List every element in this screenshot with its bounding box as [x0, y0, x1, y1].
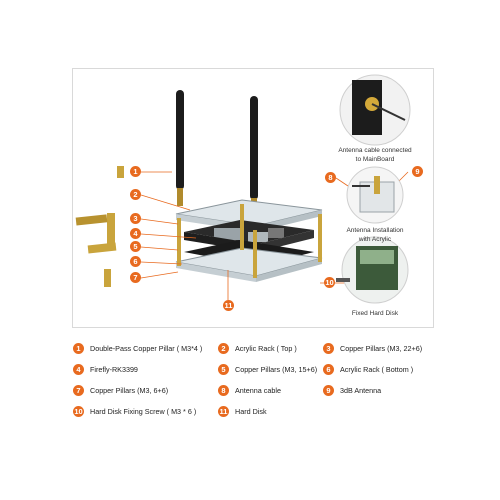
caption-line: with Acrylic [358, 236, 392, 243]
legend-item: 9 3dB Antenna [323, 385, 381, 396]
legend-number: 10 [73, 406, 84, 417]
legend-number: 5 [218, 364, 229, 375]
antenna-right [250, 96, 258, 214]
legend-number: 4 [73, 364, 84, 375]
antenna-left [176, 90, 184, 206]
callout-7: 7 [130, 272, 141, 283]
legend-number: 9 [323, 385, 334, 396]
legend-label: Hard Disk Fixing Screw ( M3 * 6 ) [90, 407, 197, 416]
legend-item: 11 Hard Disk [218, 406, 267, 417]
legend-label: Acrylic Rack ( Bottom ) [340, 365, 414, 374]
callout-9: 9 [412, 166, 423, 177]
caption-line: to MainBoard [355, 156, 395, 163]
callout-10: 10 [324, 277, 335, 288]
inset-hard-disk [336, 236, 409, 304]
legend-number: 8 [218, 385, 229, 396]
caption-line: Antenna cable connected [338, 147, 412, 154]
legend-item: 2 Acrylic Rack ( Top ) [218, 343, 297, 354]
assembly-pillars [177, 204, 322, 278]
callout-5: 5 [130, 241, 141, 252]
legend-label: Hard Disk [235, 407, 267, 416]
callout-8: 8 [325, 172, 336, 183]
caption-line: Antenna Installation [346, 227, 404, 234]
legend-item: 7 Copper Pillars (M3, 6+6) [73, 385, 168, 396]
legend-item: 3 Copper Pillars (M3, 22+6) [323, 343, 422, 354]
legend-item: 4 Firefly-RK3399 [73, 364, 138, 375]
callout-2: 2 [130, 189, 141, 200]
legend-item: 8 Antenna cable [218, 385, 281, 396]
legend-number: 2 [218, 343, 229, 354]
legend-item: 6 Acrylic Rack ( Bottom ) [323, 364, 413, 375]
inset-antenna-install [346, 166, 404, 224]
inset-antenna-cable [339, 74, 411, 146]
legend-number: 3 [323, 343, 334, 354]
legend-label: Copper Pillars (M3, 6+6) [90, 386, 169, 395]
leader-lines [140, 171, 409, 300]
callout-6: 6 [130, 256, 141, 267]
callout-1: 1 [130, 166, 141, 177]
loose-pillar-3 [75, 213, 115, 249]
caption-line: Fixed Hard Disk [351, 310, 399, 317]
legend-label: Copper Pillars (M3, 22+6) [340, 344, 423, 353]
board-stack [175, 199, 323, 282]
callout-4: 4 [130, 228, 141, 239]
legend-label: Copper Pillars (M3, 15+6) [235, 365, 318, 374]
legend-number: 1 [73, 343, 84, 354]
loose-pillar-5 [87, 242, 117, 254]
callout-11: 11 [223, 300, 234, 311]
legend-number: 7 [73, 385, 84, 396]
loose-pillar-7 [104, 269, 111, 287]
loose-pillar-1 [117, 166, 124, 178]
caption-antenna-install: Antenna Installation with Acrylic [330, 226, 420, 244]
legend-label: 3dB Antenna [340, 386, 382, 395]
caption-hard-disk: Fixed Hard Disk [330, 309, 420, 318]
legend-number: 11 [218, 406, 229, 417]
legend-item: 10 Hard Disk Fixing Screw ( M3 * 6 ) [73, 406, 196, 417]
legend-label: Antenna cable [235, 386, 281, 395]
legend-number: 6 [323, 364, 334, 375]
legend-item: 5 Copper Pillars (M3, 15+6) [218, 364, 317, 375]
legend-item: 1 Double-Pass Copper Pillar ( M3*4 ) [73, 343, 202, 354]
legend-label: Firefly-RK3399 [90, 365, 138, 374]
legend-label: Double-Pass Copper Pillar ( M3*4 ) [90, 344, 203, 353]
legend-label: Acrylic Rack ( Top ) [235, 344, 297, 353]
callout-3: 3 [130, 213, 141, 224]
caption-antenna-cable: Antenna cable connected to MainBoard [330, 146, 420, 164]
